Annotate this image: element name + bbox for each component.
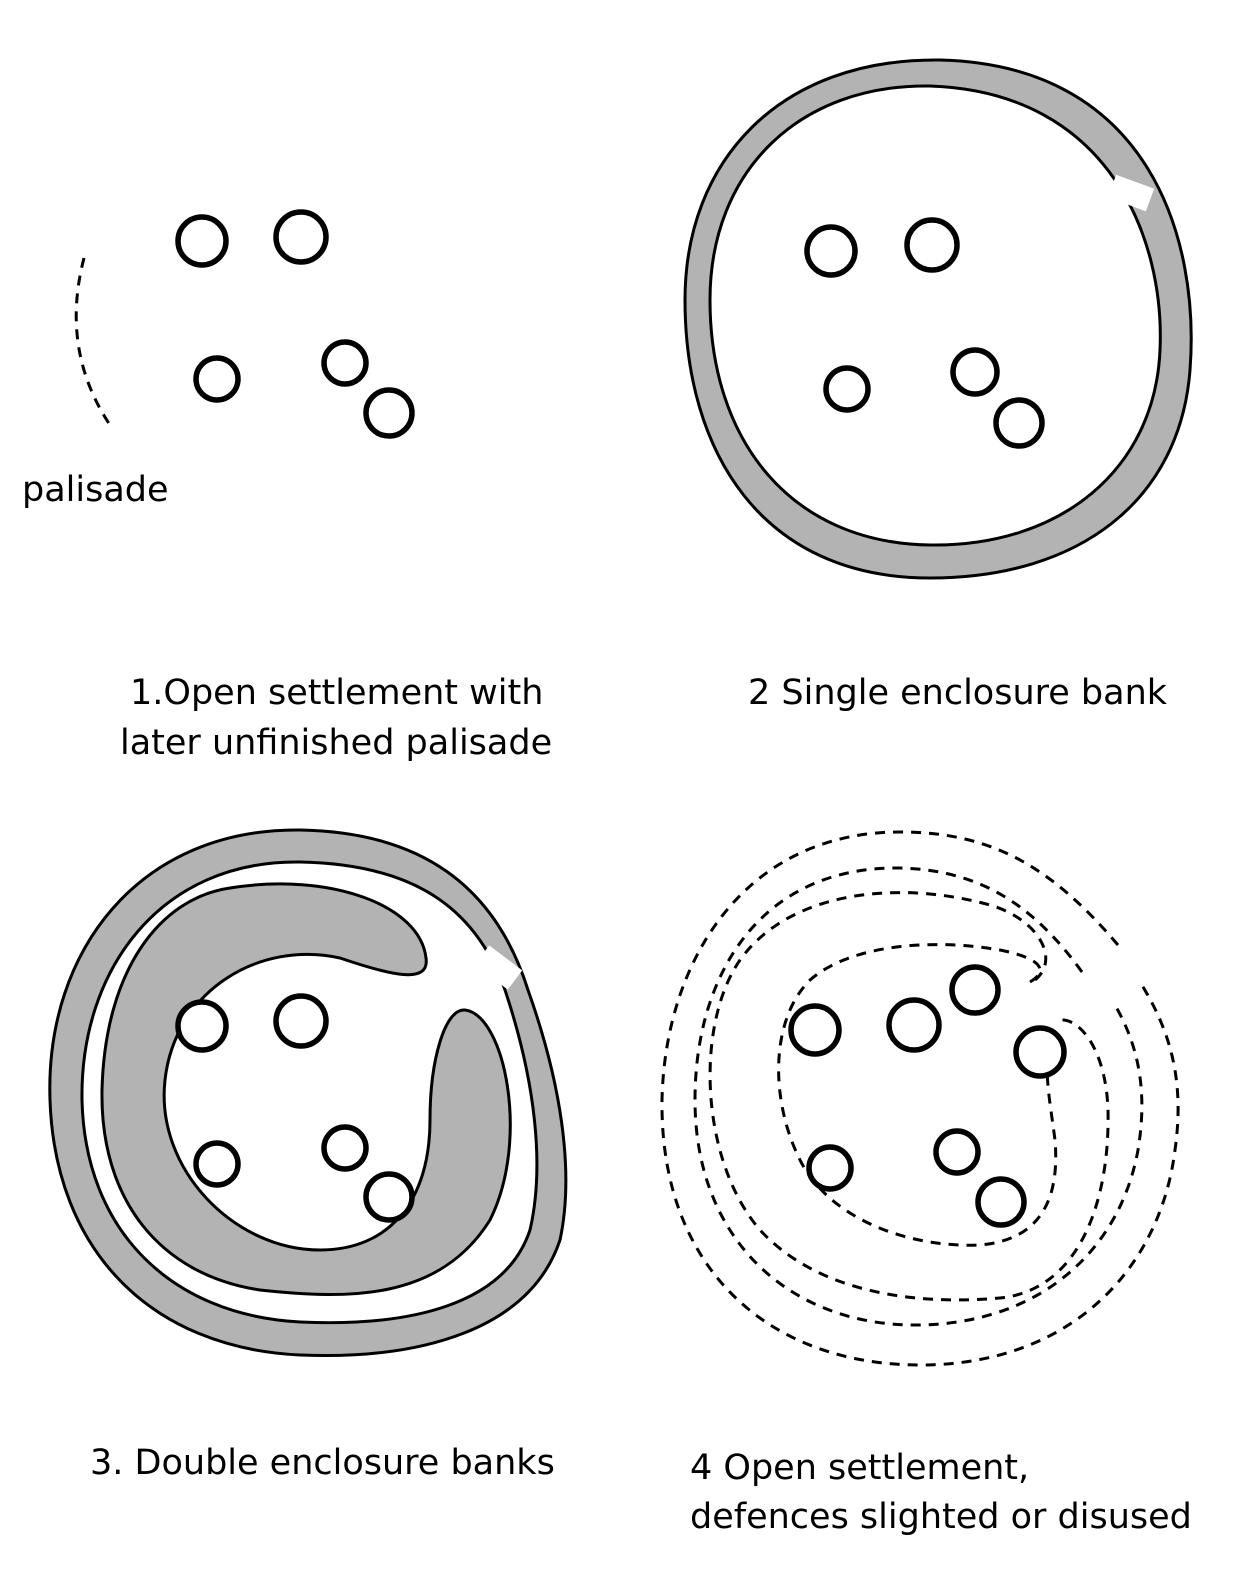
hut-3 xyxy=(949,964,1001,1016)
hut-1 xyxy=(175,999,229,1053)
hut-4 xyxy=(321,339,369,387)
hut-5 xyxy=(993,397,1045,449)
hut-1 xyxy=(175,214,229,268)
hut-4 xyxy=(950,347,1000,397)
hut-5 xyxy=(363,1171,415,1223)
hut-2 xyxy=(273,993,329,1049)
hut-2 xyxy=(886,997,942,1053)
hut-5 xyxy=(363,387,415,439)
former-inner-bank-outer-edge xyxy=(708,891,1110,1302)
panel-3-caption: 3. Double enclosure banks xyxy=(90,1443,555,1483)
hut-1 xyxy=(804,224,858,278)
former-inner-bank-inner-edge xyxy=(777,943,1058,1247)
panel-2-single-enclosure xyxy=(683,58,1193,580)
panel-1-open-settlement xyxy=(74,209,415,439)
panel-4-caption-line-2: defences slighted or disused xyxy=(690,1497,1192,1537)
panel-2-caption: 2 Single enclosure bank xyxy=(748,673,1168,713)
inner-bank xyxy=(100,882,512,1296)
hut-2 xyxy=(273,209,329,265)
hut-2 xyxy=(904,217,960,273)
hut-4 xyxy=(1013,1025,1067,1079)
panel-1-caption-line-2: later unfinished palisade xyxy=(120,723,553,763)
panel-3-double-enclosure xyxy=(48,828,568,1357)
hut-3 xyxy=(193,355,241,403)
hut-4 xyxy=(321,1124,369,1172)
panel-1-caption-line-1: 1.Open settlement with xyxy=(130,673,544,713)
enclosure-bank xyxy=(683,58,1193,580)
panel-4-caption-line-1: 4 Open settlement, xyxy=(690,1448,1030,1488)
hut-5 xyxy=(806,1144,854,1192)
hut-3 xyxy=(823,365,871,413)
panel-4-slighted-defences xyxy=(660,830,1180,1367)
palisade-label: palisade xyxy=(22,470,169,510)
enclosure-gap xyxy=(1107,174,1155,212)
hut-1 xyxy=(788,1003,842,1057)
palisade-line xyxy=(74,257,112,426)
outer-bank-gap xyxy=(474,945,523,990)
hut-7 xyxy=(975,1176,1027,1228)
hut-6 xyxy=(933,1128,981,1176)
former-outer-bank-inner-edge xyxy=(693,866,1144,1327)
hut-3 xyxy=(193,1140,241,1188)
former-outer-bank-outer-edge xyxy=(660,830,1180,1367)
